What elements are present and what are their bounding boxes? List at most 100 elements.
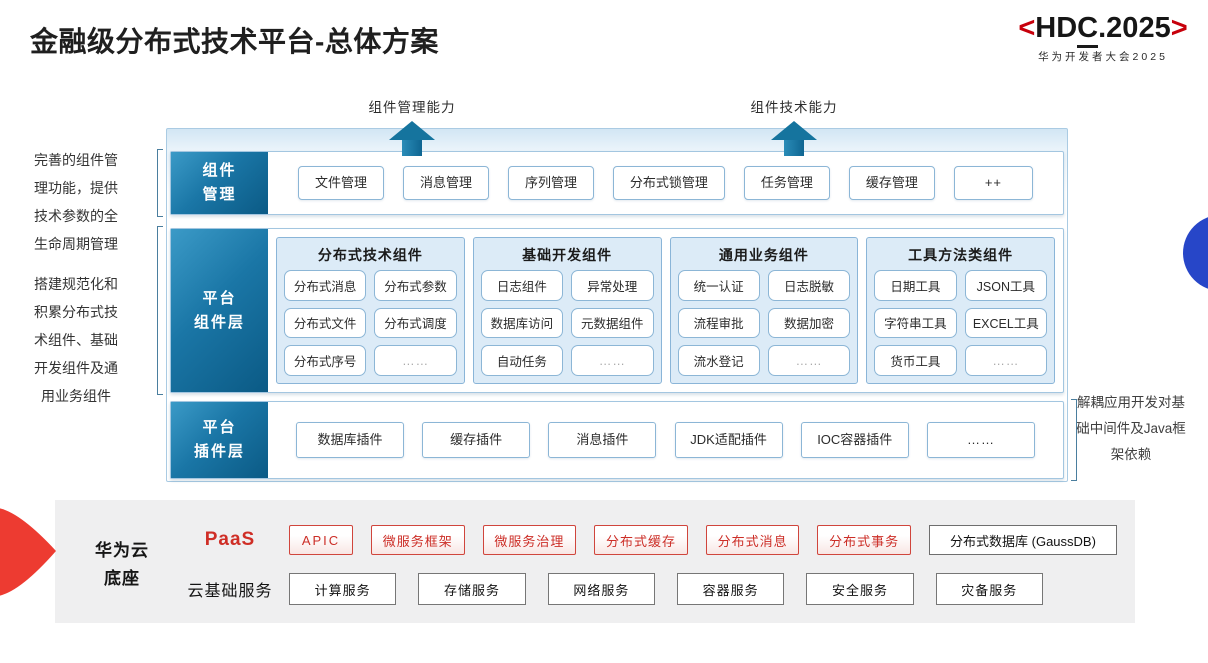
- left-note-platform-components: 搭建规范化和积累分布式技术组件、基础开发组件及通用业务组件: [34, 276, 118, 404]
- paas-chips: APIC 微服务框架 微服务治理 分布式缓存 分布式消息 分布式事务 分布式数据…: [289, 525, 1117, 555]
- arrow-head: [771, 121, 817, 140]
- paas-label: PaaS: [204, 529, 256, 550]
- arrow-shaft: [784, 140, 804, 156]
- label-line: 插件层: [193, 443, 245, 460]
- platform-components-row: 平台 组件层 分布式技术组件 分布式消息 分布式参数 分布式文件 分布式调度 分…: [170, 228, 1064, 393]
- paas-row: PaaS APIC 微服务框架 微服务治理 分布式缓存 分布式消息 分布式事务 …: [171, 525, 1117, 555]
- chip: 分布式消息: [284, 270, 367, 301]
- component-mgmt-label: 组件 管理: [171, 152, 268, 214]
- chip: 灾备服务: [935, 573, 1043, 605]
- group-grid: 日期工具 JSON工具 字符串工具 EXCEL工具 货币工具 ……: [874, 270, 1047, 376]
- chip: 货币工具: [874, 345, 957, 376]
- arrow-shaft: [402, 140, 422, 156]
- logo-year: .2025: [1098, 12, 1171, 44]
- group-title: 工具方法类组件: [908, 247, 1014, 263]
- chip: 消息管理: [402, 166, 489, 200]
- group-title: 基础开发组件: [522, 247, 613, 263]
- label-line: 组件层: [193, 313, 245, 331]
- chip-plus: ++: [953, 166, 1033, 200]
- chip: EXCEL工具: [964, 307, 1047, 339]
- chip: APIC: [289, 525, 353, 555]
- logo-right-angle-icon: >: [1170, 12, 1188, 44]
- hdc-logo-text: <HDC.2025>: [1008, 12, 1198, 48]
- chip: 元数据组件: [571, 307, 654, 339]
- platform-plugins-row: 平台 插件层 数据库插件 缓存插件 消息插件 JDK适配插件 IOC容器插件 ……: [170, 401, 1064, 479]
- chip-ellipsis: ……: [374, 345, 457, 376]
- group-basic-dev: 基础开发组件 日志组件 异常处理 数据库访问 元数据组件 自动任务 ……: [472, 237, 662, 384]
- label-line: 管理: [202, 186, 237, 203]
- bracket-decoration: [157, 149, 163, 217]
- chip: 分布式序号: [284, 345, 367, 376]
- chip: 日期工具: [874, 270, 957, 301]
- chip: 微服务治理: [482, 525, 577, 555]
- red-arrow-icon: [0, 508, 56, 596]
- group-grid: 分布式消息 分布式参数 分布式文件 分布式调度 分布式序号 ……: [284, 270, 457, 376]
- huawei-cloud-foundation-panel: 华为云 底座 PaaS APIC 微服务框架 微服务治理 分布式缓存 分布式消息…: [55, 500, 1135, 623]
- chip: 数据库插件: [296, 422, 404, 458]
- chip: 日志脱敏: [767, 270, 851, 301]
- capability-mgmt: 组件管理能力: [347, 96, 477, 156]
- chip: 日志组件: [480, 270, 564, 301]
- chip: 存储服务: [418, 573, 526, 605]
- chip-ellipsis: ……: [767, 345, 851, 376]
- logo-left-angle-icon: <: [1018, 12, 1036, 44]
- chip: 分布式参数: [374, 270, 457, 301]
- foundation-inner: 华为云 底座 PaaS APIC 微服务框架 微服务治理 分布式缓存 分布式消息…: [77, 525, 1117, 605]
- foundation-brand-label: 华为云 底座: [77, 525, 167, 605]
- group-grid: 统一认证 日志脱敏 流程审批 数据加密 流水登记 ……: [677, 270, 851, 376]
- left-note-component-mgmt: 完善的组件管理功能，提供技术参数的全生命周期管理: [34, 152, 118, 252]
- iaas-row: 云基础服务 计算服务 存储服务 网络服务 容器服务 安全服务 灾备服务: [171, 573, 1117, 605]
- chip: 分布式事务: [817, 525, 911, 555]
- capability-mgmt-label: 组件管理能力: [368, 100, 456, 115]
- chip: 分布式消息: [705, 525, 800, 555]
- capability-tech: 组件技术能力: [729, 96, 859, 156]
- chip: 微服务框架: [371, 525, 465, 555]
- label-line: 平台: [202, 289, 237, 307]
- chip: 统一认证: [677, 270, 760, 301]
- arrow-head: [389, 121, 435, 140]
- component-mgmt-row: 组件 管理 文件管理 消息管理 序列管理 分布式锁管理 任务管理 缓存管理 ++: [170, 151, 1064, 215]
- chip: 分布式调度: [374, 307, 457, 339]
- component-groups: 分布式技术组件 分布式消息 分布式参数 分布式文件 分布式调度 分布式序号 ………: [268, 229, 1063, 392]
- up-arrow-icon: [771, 121, 817, 156]
- chip: 序列管理: [507, 166, 594, 200]
- chip: 分布式缓存: [594, 525, 688, 555]
- chip: 异常处理: [571, 270, 654, 301]
- chip-ellipsis: ……: [571, 345, 654, 376]
- label-line: 组件: [202, 162, 237, 179]
- platform-architecture-panel: 组件 管理 文件管理 消息管理 序列管理 分布式锁管理 任务管理 缓存管理 ++…: [157, 128, 1077, 482]
- chip: JDK适配插件: [674, 422, 783, 458]
- chip: 容器服务: [676, 573, 785, 605]
- plugin-chips: 数据库插件 缓存插件 消息插件 JDK适配插件 IOC容器插件 ……: [268, 402, 1063, 478]
- chip: 缓存管理: [848, 166, 935, 200]
- up-arrow-icon: [389, 121, 435, 156]
- group-title: 分布式技术组件: [317, 247, 423, 263]
- chip: 分布式文件: [284, 307, 367, 339]
- logo-c-underlined: C: [1077, 12, 1099, 48]
- group-tool-methods: 工具方法类组件 日期工具 JSON工具 字符串工具 EXCEL工具 货币工具 ……: [866, 237, 1055, 384]
- logo-hd: HD: [1035, 12, 1078, 44]
- platform-components-label: 平台 组件层: [171, 229, 268, 392]
- label-line: 平台: [202, 419, 237, 436]
- chip: 流程审批: [677, 307, 760, 339]
- hdc-logo-subtitle: 华为开发者大会2025: [1038, 51, 1168, 63]
- capability-tech-label: 组件技术能力: [750, 100, 838, 115]
- chip-ellipsis: ……: [926, 422, 1035, 458]
- chip: 文件管理: [298, 166, 385, 200]
- chip: 自动任务: [480, 345, 564, 376]
- chip: 数据库访问: [480, 307, 564, 339]
- bracket-decoration: [157, 226, 163, 395]
- chip: 字符串工具: [874, 307, 957, 339]
- chip: 数据加密: [767, 307, 851, 339]
- chip: 消息插件: [548, 422, 657, 458]
- chip: 安全服务: [806, 573, 914, 605]
- iaas-chips: 计算服务 存储服务 网络服务 容器服务 安全服务 灾备服务: [289, 573, 1043, 605]
- chip-gaussdb: 分布式数据库 (GaussDB): [928, 525, 1117, 555]
- chip: 缓存插件: [422, 422, 531, 458]
- chip: JSON工具: [964, 270, 1047, 301]
- platform-plugins-label: 平台 插件层: [171, 402, 268, 478]
- chip-ellipsis: ……: [964, 345, 1047, 376]
- label-line: 底座: [104, 569, 140, 588]
- bracket-decoration: [1071, 399, 1077, 481]
